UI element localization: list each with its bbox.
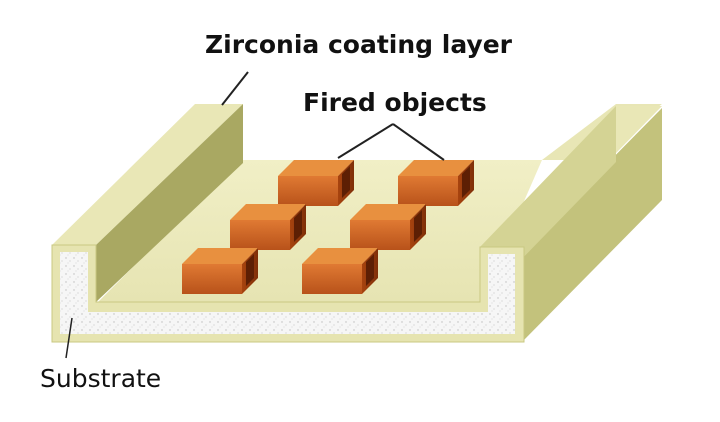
substrate-leader-line — [65, 317, 73, 359]
zirconia-coating-layer-label: Zirconia coating layer — [205, 30, 512, 59]
fired-object-brick — [278, 160, 354, 206]
fired-object-brick — [182, 248, 258, 294]
fired-objects-leader-line-right — [392, 123, 445, 161]
left-wall-inner-face — [96, 104, 243, 302]
fired-objects-label: Fired objects — [303, 88, 487, 117]
left-wall-top — [52, 104, 243, 245]
fired-objects-leader-line-left — [337, 123, 394, 159]
zirconia-leader-line — [221, 71, 249, 106]
substrate-label: Substrate — [40, 364, 162, 393]
substrate-cross-section — [60, 252, 515, 334]
fired-object-brick — [398, 160, 474, 206]
fired-object-brick — [230, 204, 306, 250]
tray-right-side-face — [522, 108, 662, 342]
fired-object-brick — [350, 204, 426, 250]
fired-object-brick — [302, 248, 378, 294]
